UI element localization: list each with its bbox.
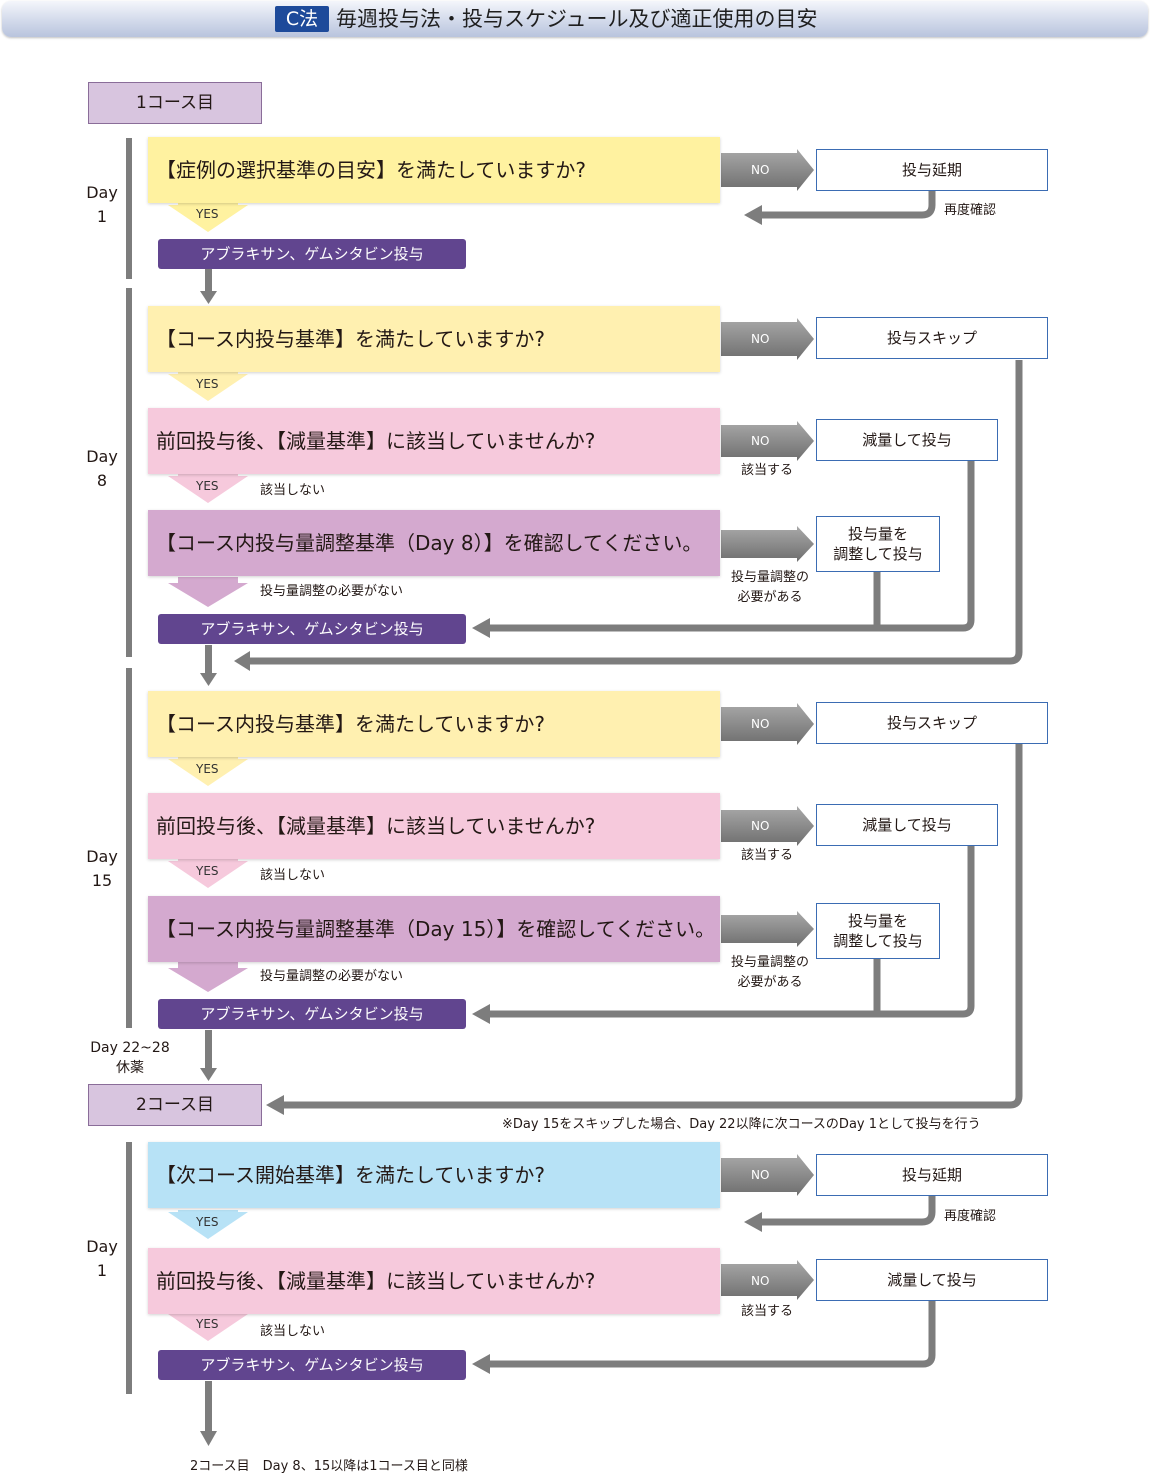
administer-step: アブラキサン、ゲムシタビン投与 — [158, 999, 466, 1029]
yes-label: YES — [196, 479, 219, 493]
adjust-needed-line2: 必要がある — [737, 590, 803, 605]
outcome-postpone: 投与延期 — [816, 149, 1048, 191]
day-number: 1 — [96, 1261, 108, 1280]
recheck-label: 再度確認 — [944, 203, 997, 218]
no-label: NO — [751, 1274, 770, 1288]
recheck-label: 再度確認 — [944, 1209, 997, 1224]
adjust-needed-line1: 投与量調整の — [730, 955, 809, 970]
question-case-selection: 【症例の選択基準の目安】を満たしていますか? — [148, 137, 720, 203]
adjust-needed-line1: 投与量調整の — [730, 570, 809, 585]
page-title: 毎週投与法・投与スケジュール及び適正使用の目安 — [336, 7, 818, 31]
question-dose-adjust-day15: 【コース内投与量調整基準（Day 15）】を確認してください。 — [148, 896, 720, 962]
adjust-line2: 調整して投与 — [833, 932, 923, 950]
not-applicable-label: 該当しない — [260, 483, 326, 498]
adjust-line1: 投与量を — [847, 525, 908, 543]
outcome-postpone-course2: 投与延期 — [816, 1154, 1048, 1196]
adjust-needed-label: 投与量調整の 必要がある — [727, 568, 813, 608]
day-number: 15 — [91, 871, 113, 890]
course-2-day-1-label: Day 1 — [82, 1235, 122, 1283]
outcome-adjust-day15: 投与量を 調整して投与 — [816, 903, 940, 959]
no-adjust-needed-label: 投与量調整の必要がない — [260, 584, 404, 599]
adjust-needed-line2: 必要がある — [737, 975, 803, 990]
applicable-label: 該当する — [741, 1304, 794, 1319]
no-label: NO — [751, 332, 770, 346]
not-applicable-label: 該当しない — [260, 1324, 326, 1339]
outcome-reduce-course2: 減量して投与 — [816, 1259, 1048, 1301]
applicable-label: 該当する — [741, 463, 794, 478]
outcome-reduce-day15: 減量して投与 — [816, 804, 998, 846]
administer-step: アブラキサン、ゲムシタビン投与 — [158, 239, 466, 269]
adjust-needed-label: 投与量調整の 必要がある — [727, 953, 813, 993]
yes-label: YES — [196, 207, 219, 221]
administer-step: アブラキサン、ゲムシタビン投与 — [158, 614, 466, 644]
day-number: 1 — [96, 207, 108, 226]
day-label-text: Day — [86, 847, 118, 866]
no-label: NO — [751, 163, 770, 177]
adjust-line1: 投与量を — [847, 912, 908, 930]
applicable-label: 該当する — [741, 848, 794, 863]
day-number: 8 — [96, 471, 108, 490]
no-label: NO — [751, 819, 770, 833]
question-reduction-day15: 前回投与後、【減量基準】に該当していませんか? — [148, 793, 720, 859]
no-adjust-needed-label: 投与量調整の必要がない — [260, 969, 404, 984]
day-8-label: Day 8 — [82, 445, 122, 493]
no-label: NO — [751, 717, 770, 731]
question-dose-adjust-day8: 【コース内投与量調整基準（Day 8）】を確認してください。 — [148, 510, 720, 576]
outcome-adjust-day8: 投与量を 調整して投与 — [816, 516, 940, 572]
course-1-label: 1コース目 — [88, 82, 262, 124]
question-reduction-day8: 前回投与後、【減量基準】に該当していませんか? — [148, 408, 720, 474]
page-header — [2, 1, 1148, 37]
yes-label: YES — [196, 864, 219, 878]
rest-text: 休薬 — [116, 1060, 144, 1076]
day-label-text: Day — [86, 447, 118, 466]
method-tag: C法 — [275, 6, 329, 32]
adjust-line2: 調整して投与 — [833, 545, 923, 563]
no-label: NO — [751, 434, 770, 448]
outcome-reduce-day8: 減量して投与 — [816, 419, 998, 461]
rest-period-label: Day 22~28 休薬 — [80, 1038, 180, 1078]
yes-label: YES — [196, 1317, 219, 1331]
day-label-text: Day — [86, 1237, 118, 1256]
day-label-text: Day — [86, 183, 118, 202]
question-reduction-course2: 前回投与後、【減量基準】に該当していませんか? — [148, 1248, 720, 1314]
not-applicable-label: 該当しない — [260, 868, 326, 883]
footer-note: 2コース目 Day 8、15以降は1コース目と同様 — [190, 1459, 468, 1474]
day-15-label: Day 15 — [82, 845, 122, 893]
administer-step: アブラキサン、ゲムシタビン投与 — [158, 1350, 466, 1380]
yes-label: YES — [196, 377, 219, 391]
outcome-skip-day15: 投与スキップ — [816, 702, 1048, 744]
skip-note: ※Day 15をスキップした場合、Day 22以降に次コースのDay 1として投… — [502, 1117, 981, 1132]
yes-label: YES — [196, 762, 219, 776]
rest-days-text: Day 22~28 — [90, 1040, 170, 1056]
question-next-course-criteria: 【次コース開始基準】を満たしていますか? — [148, 1142, 720, 1208]
question-in-course-criteria-day15: 【コース内投与基準】を満たしていますか? — [148, 691, 720, 757]
day-1-label: Day 1 — [82, 181, 122, 229]
outcome-skip-day8: 投与スキップ — [816, 317, 1048, 359]
course-2-label: 2コース目 — [88, 1084, 262, 1126]
no-label: NO — [751, 1168, 770, 1182]
yes-label: YES — [196, 1215, 219, 1229]
question-in-course-criteria-day8: 【コース内投与基準】を満たしていますか? — [148, 306, 720, 372]
